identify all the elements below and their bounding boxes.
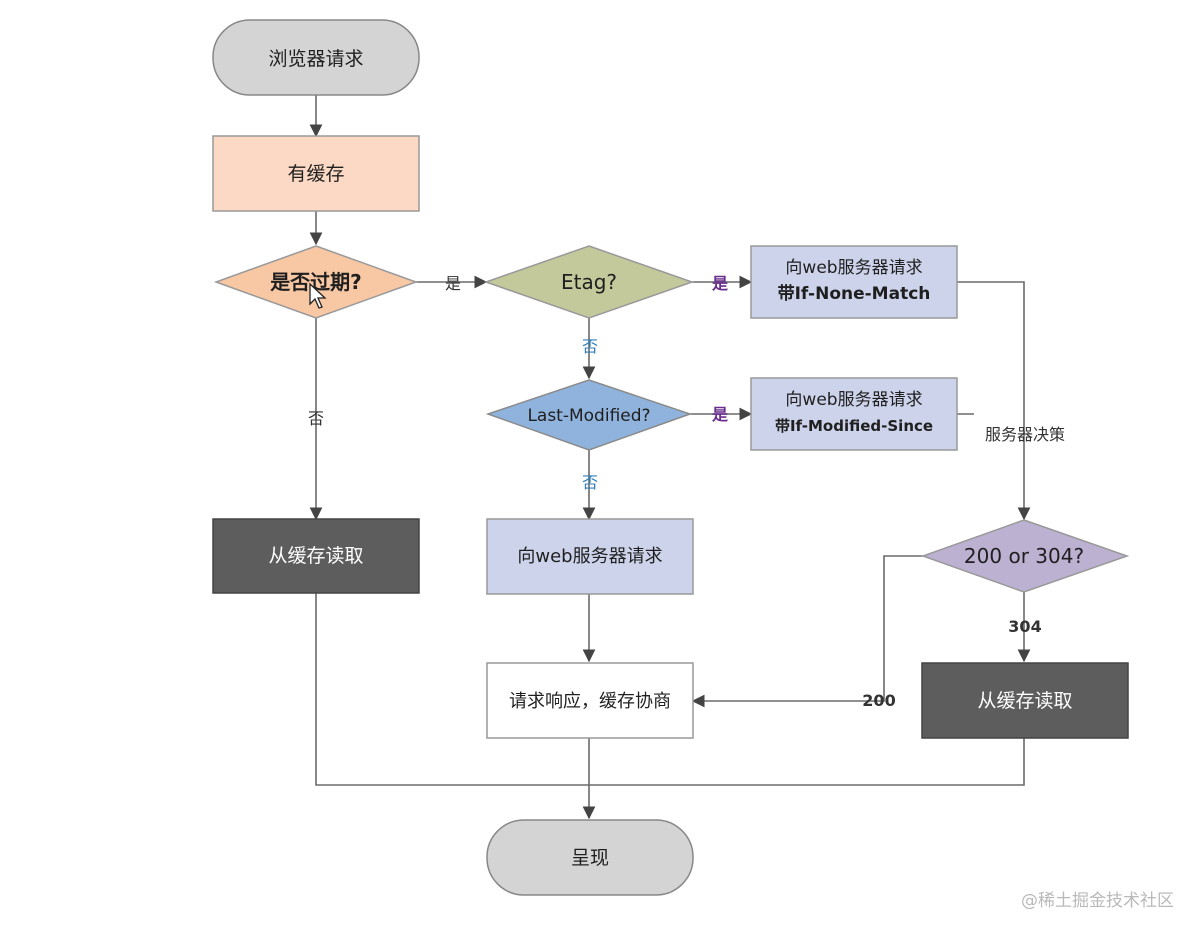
- node-browser-request: 浏览器请求: [212, 19, 420, 96]
- node-expired-question: 是否过期?: [213, 245, 419, 319]
- node-request-web-server: 向web服务器请求: [486, 518, 694, 595]
- node-request-if-modified-since: 向web服务器请求 带If-Modified-Since: [750, 377, 958, 451]
- node-etag-question: Etag?: [483, 245, 695, 319]
- node-read-from-cache-right-label: 从缓存读取: [977, 690, 1072, 712]
- node-browser-request-label: 浏览器请求: [268, 48, 363, 70]
- node-request-if-none-match-line2: 带If-None-Match: [778, 283, 931, 304]
- node-request-if-none-match: 向web服务器请求 带If-None-Match: [750, 245, 958, 319]
- node-response-negotiation: 请求响应，缓存协商: [486, 662, 694, 739]
- edges: [309, 95, 1031, 820]
- node-response-negotiation-label: 请求响应，缓存协商: [509, 691, 671, 712]
- label-status-304: 304: [1008, 617, 1041, 636]
- node-read-from-cache-left: 从缓存读取: [212, 518, 420, 594]
- node-status-question-label: 200 or 304?: [964, 544, 1084, 568]
- node-read-from-cache-right: 从缓存读取: [921, 662, 1129, 739]
- node-last-modified-question-label: Last-Modified?: [527, 406, 650, 426]
- node-request-web-server-label: 向web服务器请求: [517, 546, 662, 567]
- edge-left-read-to-merge: [315, 593, 589, 786]
- label-server-decision: 服务器决策: [985, 425, 1065, 444]
- watermark: @稀土掘金技术社区: [1021, 891, 1174, 911]
- label-last-modified-no: 否: [582, 473, 598, 492]
- node-render: 呈现: [486, 819, 694, 896]
- label-etag-yes: 是: [711, 274, 728, 293]
- node-status-question: 200 or 304?: [920, 519, 1130, 593]
- label-last-modified-yes: 是: [711, 405, 728, 424]
- edge-status-200-to-response: [691, 555, 924, 708]
- node-etag-question-label: Etag?: [561, 270, 617, 294]
- node-request-if-none-match-line1: 向web服务器请求: [785, 258, 922, 278]
- node-has-cache-label: 有缓存: [287, 163, 344, 185]
- label-expired-no: 否: [308, 409, 324, 428]
- node-render-label: 呈现: [571, 847, 609, 869]
- node-request-if-modified-since-line1: 向web服务器请求: [785, 390, 922, 410]
- node-read-from-cache-left-label: 从缓存读取: [268, 545, 363, 567]
- edge-right-read-to-merge: [589, 738, 1025, 786]
- node-last-modified-question: Last-Modified?: [485, 379, 693, 451]
- node-request-if-modified-since-line2: 带If-Modified-Since: [775, 417, 933, 435]
- label-status-200: 200: [862, 691, 895, 710]
- cursor-icon: [309, 282, 327, 309]
- label-expired-yes: 是: [445, 274, 461, 293]
- label-etag-no: 否: [582, 337, 598, 356]
- edge-none-match-to-status: [957, 281, 1031, 521]
- node-has-cache: 有缓存: [212, 135, 420, 212]
